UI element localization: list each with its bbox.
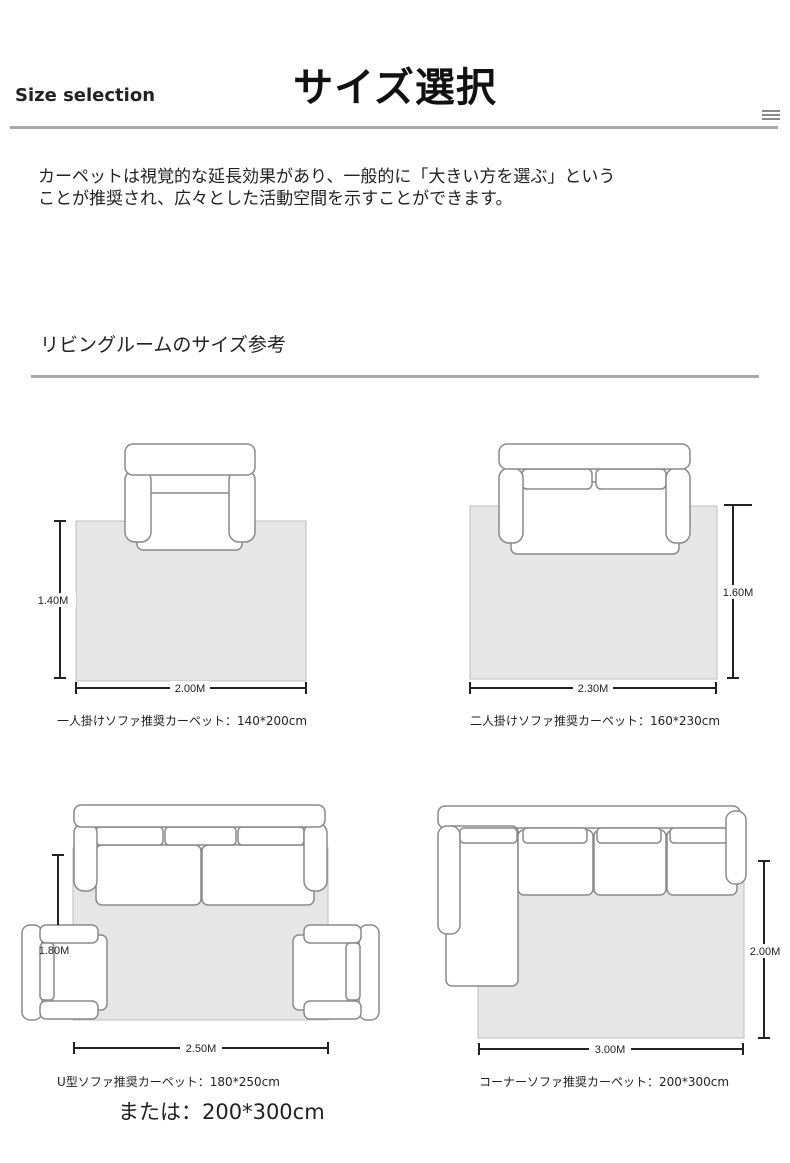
layout-u-type-sofa: 2.50M 1.80M xyxy=(21,804,380,1055)
sofa-cushion xyxy=(595,468,667,490)
width-label: 2.50M xyxy=(186,1043,217,1055)
sofa-back xyxy=(73,804,326,828)
sofa-cushion xyxy=(164,826,237,846)
sofa-arm-left xyxy=(73,822,98,892)
armchair-cushion xyxy=(345,942,361,1001)
sofa-seat xyxy=(201,844,315,906)
width-label: 2.00M xyxy=(175,683,206,695)
sofa-back xyxy=(498,443,691,470)
height-label: 1.60M xyxy=(723,587,754,599)
caption-two-seat: 二人掛けソファ推奨カーペット：160*230cm xyxy=(470,714,721,728)
sofa-cushion xyxy=(669,827,729,844)
armchair-arm xyxy=(39,924,99,944)
caption-u-type: U型ソファ推奨カーペット：180*250cm xyxy=(57,1075,280,1089)
sofa-seat xyxy=(95,844,202,906)
divider xyxy=(31,375,759,378)
sofa-cushion xyxy=(237,826,305,846)
sofa-back xyxy=(124,443,256,476)
armchair-arm xyxy=(303,1000,362,1020)
caption-single: 一人掛けソファ推奨カーペット：140*200cm xyxy=(57,714,308,728)
layout-two-seat-sofa: 2.30M 1.60M xyxy=(469,443,758,695)
height-label: 1.80M xyxy=(39,945,70,957)
sofa-cushion xyxy=(459,827,518,844)
section-title: リビングルームのサイズ参考 xyxy=(40,334,286,356)
layout-single-sofa: 2.00M 1.40M xyxy=(36,443,307,695)
page-title: サイズ選択 xyxy=(293,65,497,111)
sofa-arm-right xyxy=(725,810,747,885)
sofa-arm-left xyxy=(498,467,524,544)
sofa-cushion xyxy=(596,827,662,844)
sofa-arm-left xyxy=(437,825,461,935)
caption-corner: コーナーソファ推奨カーペット：200*300cm xyxy=(479,1075,730,1089)
armchair-seat xyxy=(292,934,349,1011)
height-label: 2.00M xyxy=(750,946,781,958)
sofa-cushion xyxy=(521,468,593,490)
armchair-arm xyxy=(39,1000,99,1020)
sofa-seat xyxy=(136,492,243,551)
sofa-arm-right xyxy=(665,467,691,544)
sofa-back xyxy=(437,805,741,829)
sofa-arm-right xyxy=(228,469,256,543)
armchair-back xyxy=(358,924,380,1021)
layout-corner-sofa: 3.00M 2.00M xyxy=(437,805,786,1056)
alternative-size: または：200*300cm xyxy=(118,1100,325,1124)
intro-text: カーペットは視覚的な延長効果があり、一般的に「大きい方を選ぶ」ということが推奨さ… xyxy=(38,167,616,209)
sofa-arm-left xyxy=(124,469,152,543)
armchair-back xyxy=(21,924,43,1021)
sofa-cushion xyxy=(522,827,588,844)
height-label: 1.40M xyxy=(38,595,69,607)
armchair-arm xyxy=(303,924,362,944)
menu-icon xyxy=(762,110,780,122)
divider xyxy=(10,126,778,129)
sofa-cushion xyxy=(95,826,164,846)
english-title: Size selection xyxy=(15,85,156,106)
width-label: 3.00M xyxy=(595,1044,626,1056)
sofa-arm-right xyxy=(303,822,328,892)
armchair-cushion xyxy=(39,942,55,1001)
width-label: 2.30M xyxy=(578,683,609,695)
sofa-seat xyxy=(510,481,680,555)
